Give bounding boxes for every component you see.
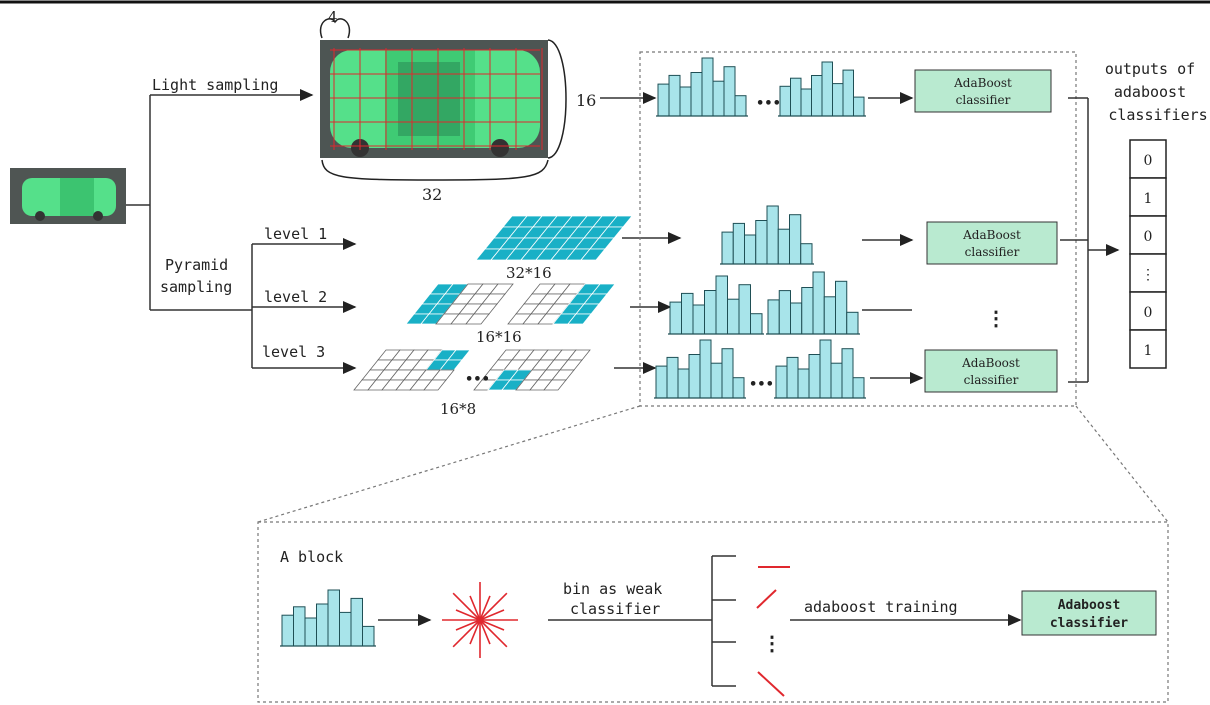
svg-text:AdaBoost: AdaBoost <box>961 356 1020 370</box>
svg-text:AdaBoost: AdaBoost <box>962 228 1021 242</box>
svg-text:1: 1 <box>1144 191 1153 207</box>
outputs-title-3: classifiers <box>1108 106 1207 124</box>
pyramid-grids <box>353 215 633 391</box>
level1-label: level 1 <box>264 225 327 243</box>
svg-text:classifier: classifier <box>964 373 1019 387</box>
output-cell: 0 <box>1129 291 1167 331</box>
classifier-arrows <box>862 92 924 384</box>
block-histogram <box>280 589 376 647</box>
level3-label: level 3 <box>262 343 325 361</box>
pyramid-sampling-label-1: Pyramid <box>165 256 228 274</box>
weak-classifier-vdots: ⋮ <box>762 631 782 655</box>
zoom-lines <box>257 405 1169 523</box>
svg-text:AdaBoost: AdaBoost <box>953 76 1012 90</box>
output-bracket <box>1060 97 1120 383</box>
input-connectors <box>126 89 357 374</box>
feature-region-box <box>639 51 1077 407</box>
dim-4-brace <box>319 18 351 39</box>
dim-4-label: 4 <box>328 8 338 26</box>
svg-text:1: 1 <box>1144 343 1153 359</box>
sampled-car-image <box>320 40 548 158</box>
light-sampling-label: Light sampling <box>152 76 278 94</box>
a-block-histogram <box>280 589 376 647</box>
output-cell: 0 <box>1129 215 1167 255</box>
histogram-row1-a <box>656 57 748 117</box>
classifier-box-3: AdaBoost classifier <box>924 349 1058 393</box>
histogram-row1-b <box>778 61 866 117</box>
histogram-row2 <box>720 205 814 265</box>
outputs-title-2: adaboost <box>1114 83 1186 101</box>
pyramid-sampling-label-2: sampling <box>160 278 232 296</box>
grid-level2-a <box>405 283 514 325</box>
grid-level2-b <box>507 283 616 325</box>
classifier-box-2: AdaBoost classifier <box>926 221 1058 265</box>
svg-text:Adaboost: Adaboost <box>1058 598 1121 613</box>
final-adaboost-classifier-box: Adaboost classifier <box>1021 590 1157 636</box>
outputs-title-1: outputs of <box>1105 60 1195 78</box>
orientation-star <box>442 582 518 658</box>
grid-level3-b <box>473 349 591 391</box>
hist-ellipsis-2: ••• <box>749 377 774 392</box>
histogram-row3-b <box>766 271 860 335</box>
weak-classifier-orientations <box>756 566 790 697</box>
a-block-label: A block <box>280 548 343 566</box>
bin-label-1: bin as weak <box>563 580 662 598</box>
weak-classifier-fork <box>711 555 736 687</box>
output-cell: 0 <box>1129 139 1167 179</box>
grid-arrows <box>614 232 682 374</box>
svg-text:0: 0 <box>1144 305 1153 321</box>
bin-label-2: classifier <box>570 600 660 618</box>
dim-32-label: 32 <box>422 185 442 204</box>
histogram-row3-a <box>668 275 764 335</box>
hist-ellipsis-1: ••• <box>756 96 781 111</box>
output-cell: 1 <box>1129 329 1167 369</box>
grid-16x8-label: 16*8 <box>440 400 476 418</box>
block-detail-panel <box>257 521 1169 703</box>
dim-32-brace <box>321 159 549 181</box>
output-vector: 0 1 0 ⋮ 0 1 <box>1129 139 1167 369</box>
dim-16-label: 16 <box>576 91 596 110</box>
svg-text:classifier: classifier <box>965 245 1020 259</box>
svg-text:0: 0 <box>1144 229 1153 245</box>
svg-text:classifier: classifier <box>956 93 1011 107</box>
grid-level3-a <box>353 349 471 391</box>
input-car-image <box>10 168 126 224</box>
grid-level1 <box>475 215 633 261</box>
histogram-row4-a <box>654 339 746 399</box>
grid-32x16-label: 32*16 <box>506 264 552 282</box>
histogram-row4-b <box>774 339 866 399</box>
adaboost-training-label: adaboost training <box>804 598 958 616</box>
output-cell: 1 <box>1129 177 1167 217</box>
svg-text:0: 0 <box>1144 153 1153 169</box>
svg-text:⋮: ⋮ <box>1141 267 1155 283</box>
histograms <box>654 57 866 399</box>
grid-16x16-label: 16*16 <box>476 328 522 346</box>
grid-ellipsis: ••• <box>465 372 490 387</box>
classifier-box-1: AdaBoost classifier <box>914 69 1052 113</box>
dim-16-brace <box>547 39 567 159</box>
svg-text:classifier: classifier <box>1050 616 1128 631</box>
output-cell: ⋮ <box>1129 253 1167 293</box>
classifier-vdots: ⋮ <box>986 306 1006 330</box>
level2-label: level 2 <box>264 288 327 306</box>
